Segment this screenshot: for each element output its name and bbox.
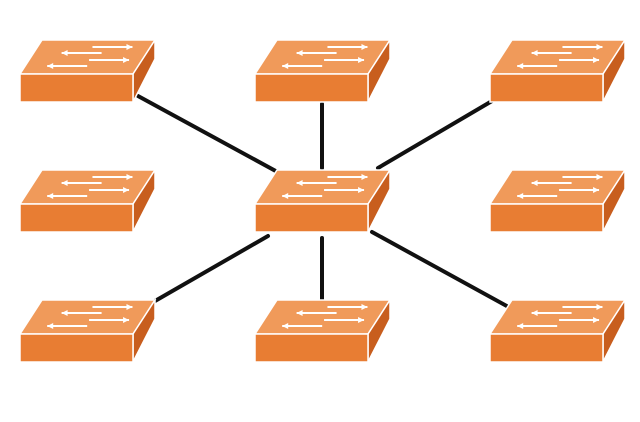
arrow-head [596,304,603,310]
switch-center-network-switch-icon [253,167,392,233]
switch-front-face [254,203,369,233]
arrow-head [517,63,524,69]
switch-top-right-network-switch-icon [488,37,627,103]
switch-bottom-left-network-switch-icon [18,297,157,363]
arrow-head [123,317,130,323]
arrow-head [61,310,68,316]
arrow-head [282,323,289,329]
switch-top-face [253,169,392,205]
arrow-head [282,193,289,199]
nodes-layer [18,37,627,363]
switch-bottom-middle-network-switch-icon [253,297,392,363]
arrow-head [126,304,133,310]
arrow-head [517,193,524,199]
arrow-head [531,180,538,186]
link-switch-center-to-switch-bottom-right [370,230,516,312]
arrow-head [61,180,68,186]
switch-top-face [18,299,157,335]
link-switch-center-to-switch-top-right [376,99,494,170]
arrow-head [531,310,538,316]
arrow-head [47,63,54,69]
arrow-head [296,50,303,56]
switch-top-face [253,299,392,335]
arrow-head [358,187,365,193]
arrow-head [47,193,54,199]
switch-front-face [489,73,604,103]
arrow-head [593,57,600,63]
link-switch-center-to-switch-top-left [136,94,285,177]
switch-front-face [489,333,604,363]
switch-top-middle-network-switch-icon [253,37,392,103]
switch-top-face [18,39,157,75]
switch-front-face [19,203,134,233]
arrow-head [126,174,133,180]
switch-front-face [19,333,134,363]
arrow-head [358,317,365,323]
arrow-head [126,44,133,50]
arrow-head [596,174,603,180]
arrow-head [361,174,368,180]
arrow-head [296,180,303,186]
arrow-head [596,44,603,50]
arrow-head [593,317,600,323]
arrow-head [123,57,130,63]
switch-middle-left-network-switch-icon [18,167,157,233]
arrow-head [296,310,303,316]
arrow-head [123,187,130,193]
switch-front-face [19,73,134,103]
switch-top-face [253,39,392,75]
switch-middle-right-network-switch-icon [488,167,627,233]
arrow-head [358,57,365,63]
switch-bottom-right-network-switch-icon [488,297,627,363]
switch-top-face [488,39,627,75]
arrow-head [61,50,68,56]
switch-front-face [489,203,604,233]
arrow-head [361,304,368,310]
links-layer [136,94,516,312]
switch-top-face [488,169,627,205]
arrow-head [361,44,368,50]
link-switch-center-to-switch-bottom-left [153,234,270,303]
arrow-head [593,187,600,193]
arrow-head [282,63,289,69]
switch-top-face [488,299,627,335]
switch-front-face [254,73,369,103]
switch-front-face [254,333,369,363]
switch-top-face [18,169,157,205]
arrow-head [47,323,54,329]
arrow-head [531,50,538,56]
arrow-head [517,323,524,329]
switch-top-left-network-switch-icon [18,37,157,103]
